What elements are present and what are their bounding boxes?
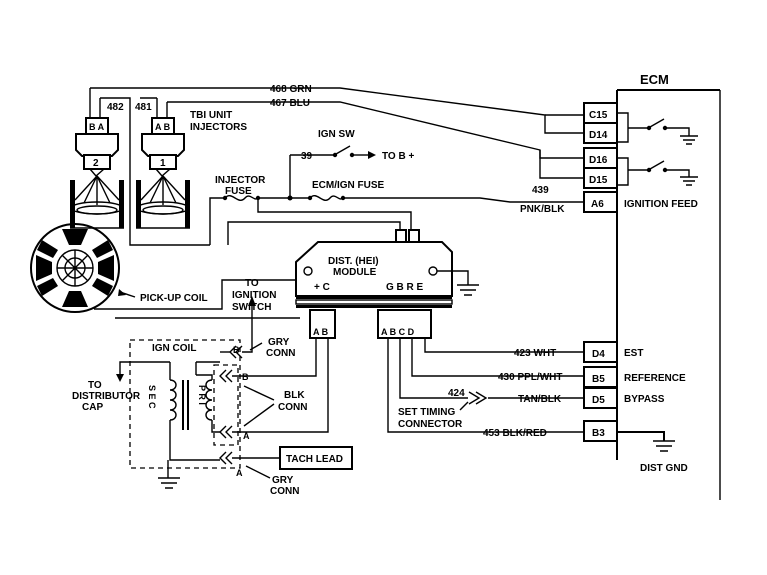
injector-1-number: 1 [160,158,166,169]
ecm-title: ECM [640,72,669,87]
wire-423-label: 423 WHT [514,348,556,359]
module-conn-abcd: A B C D [381,327,415,337]
ecm-pin-d16-label: D16 [589,155,608,166]
tach-lead-box [279,446,353,470]
ecm-pin-b5-label: B5 [592,374,605,385]
pickup-coil-label: PICK-UP COIL [140,293,208,304]
ecm-pin-c15-label: C15 [589,110,608,121]
wire-468-label: 468 GRN [270,84,312,95]
to-distributor-3: CAP [82,402,103,413]
ign-sw-label: IGN SW [318,129,355,140]
injector-wires: 468 GRN 467 BLU 482 481 [89,84,584,246]
ecm-pin-b3-label: B3 [592,428,605,439]
injector-2-pins: B A [89,122,105,132]
module-conn-ab: A B [313,327,329,337]
ecm-block: ECM C15 D14 D16 D15 A6 D4 B5 D5 B3 IGNIT… [583,72,721,500]
gry-conn-top-1: GRY [268,337,290,348]
pin-b-top: B [233,345,240,355]
to-ign-label-3: SWITCH [232,302,271,313]
ecm-pin-d14-label: D14 [589,130,608,141]
injectors-title-1: TBI UNIT [190,110,232,121]
to-distributor-2: DISTRIBUTOR [72,391,141,402]
wire-39-label: 39 [301,151,313,162]
bypass-label: BYPASS [624,394,665,405]
to-b-plus-label: TO B + [382,151,414,162]
blk-conn-1: BLK [284,390,305,401]
fuse-circuit: IGN SW 39 TO B + INJECTOR FUSE ECM/IGN F… [209,129,584,245]
pin-a-mid: A [243,431,250,441]
reference-label: REFERENCE [624,373,686,384]
gry-conn-bottom-2: CONN [270,486,299,497]
set-timing-label-2: CONNECTOR [398,419,463,430]
ignition-coil: IGN COIL TO DISTRIBUTOR CAP S E C P R I [72,339,241,489]
ecm-pin-d5-label: D5 [592,395,605,406]
wire-482-label: 482 [107,102,124,113]
ecm-pin-a6-label: A6 [591,199,604,210]
module-left-pins: + C [314,282,330,293]
ecm-pin-d4-label: D4 [592,349,605,360]
set-timing-label-1: SET TIMING [398,407,455,418]
to-ign-label-2: IGNITION [232,290,276,301]
injector-2: B A 2 [70,117,124,229]
ecm-pin-d15-label: D15 [589,175,608,186]
module-title-1: DIST. (HEI) [328,256,379,267]
injector-fuse-label-2: FUSE [225,186,252,197]
wire-424-label: 424 [448,388,465,399]
est-label: EST [624,348,643,359]
wire-467-label: 467 BLU [270,98,310,109]
pri-label: P R I [197,385,207,405]
ignition-switch-feed: TO IGNITION SWITCH GRY CONN B [232,278,295,359]
injector-fuse-label-1: INJECTOR [215,175,266,186]
module-title-2: MODULE [333,267,377,278]
wire-430-label: 430 PPL/WHT [498,372,562,383]
pin-b-mid: B [242,372,249,382]
injectors-title-2: INJECTORS [190,122,247,133]
wire-439-label-2: PNK/BLK [520,204,565,215]
to-ign-label-1: TO [245,278,259,289]
tach-lead-label: TACH LEAD [286,454,343,465]
distributor: PICK-UP COIL [30,223,310,319]
ecm-signal-wires: 423 WHT 430 PPL/WHT 424 TAN/BLK SET TIMI… [387,338,584,439]
ignition-feed-label: IGNITION FEED [624,199,698,210]
wire-tan-label: TAN/BLK [518,394,562,405]
injector-2-number: 2 [93,158,99,169]
wire-481-label: 481 [135,102,152,113]
wire-439-label-1: 439 [532,185,549,196]
pin-a-bottom: A [236,468,243,478]
module-right-pins: G B R E [386,282,424,293]
gry-conn-bottom-1: GRY [272,475,294,486]
ecm-ign-fuse-label: ECM/IGN FUSE [312,180,385,191]
ign-coil-label: IGN COIL [152,343,196,354]
wire-453-label: 453 BLK/RED [483,428,547,439]
sec-label: S E C [147,385,157,409]
coil-connectors: B A BLK CONN A GRY CONN TACH LEAD [219,338,353,497]
gry-conn-top-2: CONN [266,348,295,359]
injector-1: A B 1 [136,117,190,229]
injector-1-pins: A B [155,122,171,132]
blk-conn-2: CONN [278,402,307,413]
hei-module: P N DIST. (HEI) MODULE + C G B R E A B A… [295,229,479,339]
to-distributor-1: TO [88,380,102,391]
dist-gnd-label: DIST GND [640,463,688,474]
